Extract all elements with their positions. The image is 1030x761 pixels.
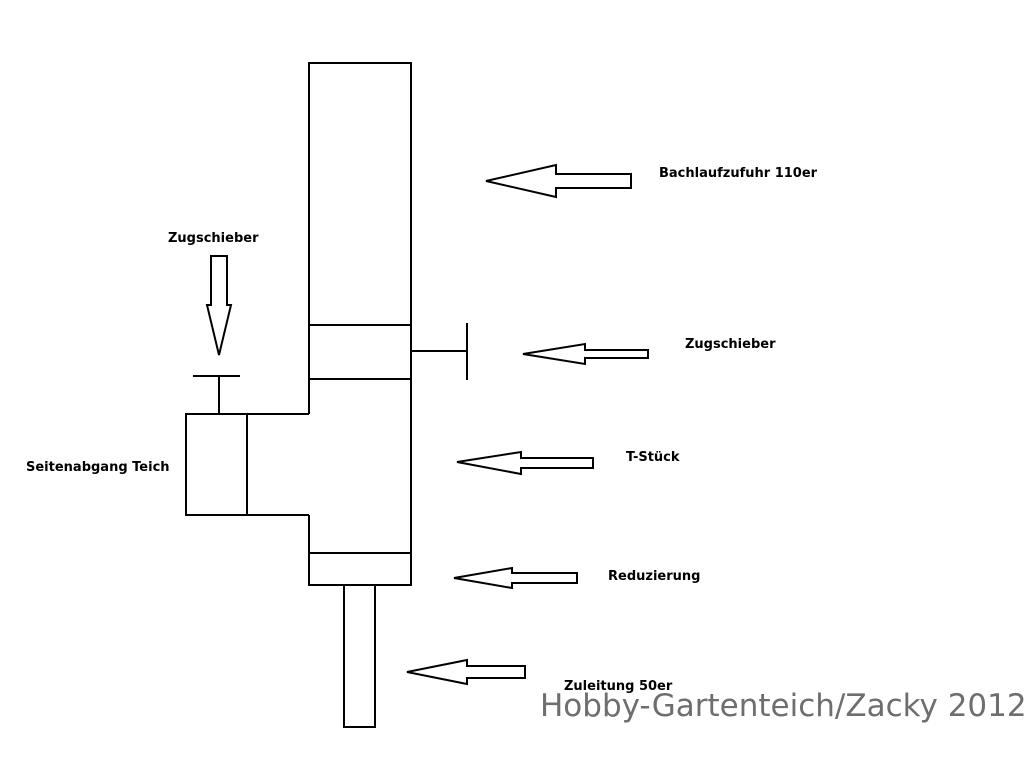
label-zugschieber-right: Zugschieber	[685, 337, 776, 352]
arrow-zuleitung	[406, 658, 526, 686]
watermark: Hobby-Gartenteich/Zacky 2012	[540, 688, 1027, 724]
reducer-section	[308, 552, 412, 586]
label-seitenabgang: Seitenabgang Teich	[26, 460, 170, 475]
label-zugschieber-left: Zugschieber	[168, 231, 259, 246]
label-zuleitung: Zuleitung 50er	[564, 679, 673, 694]
main-pipe-110	[308, 62, 412, 326]
slide-valve-section	[308, 324, 412, 380]
arrow-t-stueck	[456, 450, 594, 476]
arrow-zugschieber-left	[205, 255, 233, 356]
side-outlet-pipe	[185, 413, 248, 516]
arrow-reduzierung	[453, 566, 578, 590]
arrow-zugschieber-right	[522, 342, 649, 366]
t-piece-side-branch	[246, 413, 309, 516]
label-reduzierung: Reduzierung	[608, 569, 700, 584]
arrow-bachlaufzufuhr	[485, 163, 632, 199]
supply-pipe-50	[343, 584, 376, 728]
label-bachlaufzufuhr: Bachlaufzufuhr 110er	[659, 166, 818, 181]
label-t-stueck: T-Stück	[626, 450, 680, 465]
